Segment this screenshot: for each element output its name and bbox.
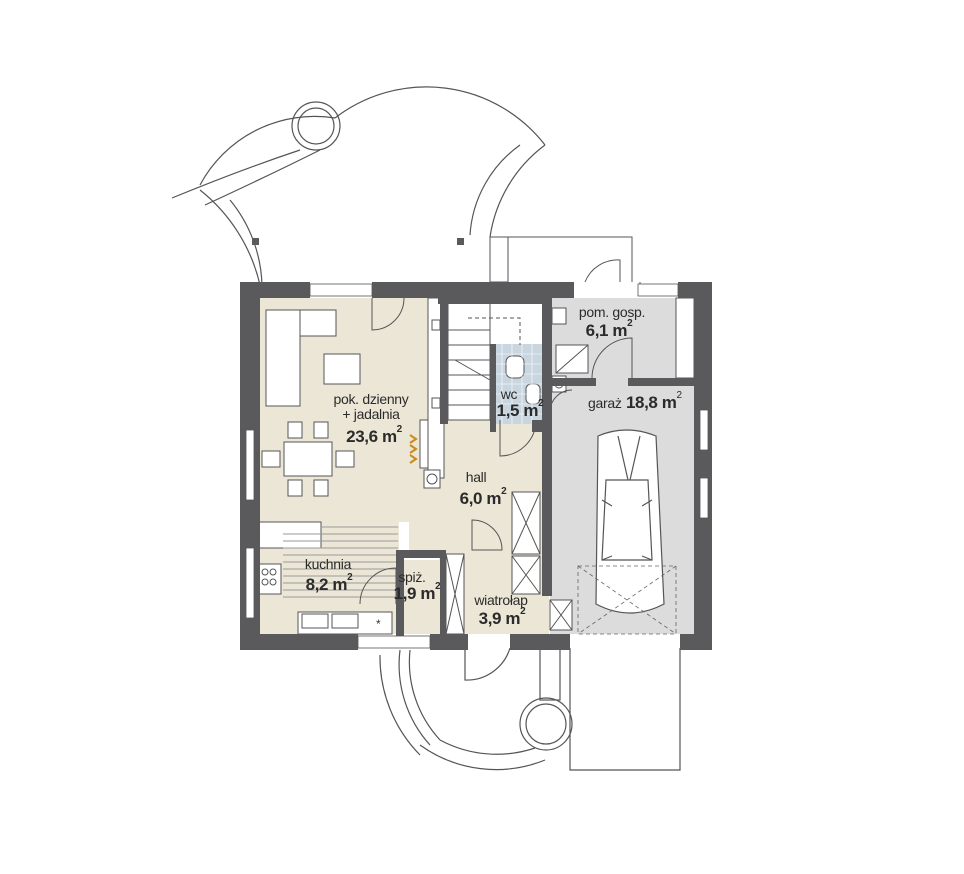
garage-area-exp: 2	[676, 390, 683, 401]
living-furniture	[261, 309, 361, 497]
garage-label: garaż 18,8 m2	[588, 390, 688, 413]
vestibule-area-exp: 2	[520, 606, 526, 617]
utility-name: pom. gosp.	[578, 304, 646, 320]
kitchen-star: *	[376, 617, 381, 631]
door-swings	[359, 297, 633, 605]
living-room-name-line2: + jadalnia	[342, 405, 400, 422]
wc-fixtures	[505, 355, 541, 405]
pantry-name: spiż.	[398, 569, 426, 585]
garage-door-swing	[577, 565, 677, 635]
terrace-post-right	[457, 238, 464, 245]
wc-area-value: 1,5 m	[496, 401, 539, 420]
garage-name: garaż	[588, 395, 622, 411]
hall-area-value: 6,0 m	[459, 489, 502, 508]
hall-name: hall	[465, 469, 487, 485]
kitchen-area-exp: 2	[347, 572, 353, 583]
living-room-area: 23,6 m2	[338, 424, 410, 446]
windows	[245, 283, 709, 649]
car	[595, 429, 665, 614]
living-room-area-exp: 2	[396, 424, 403, 435]
vestibule-name: wiatrołap	[474, 592, 528, 608]
utility-area-exp: 2	[627, 318, 633, 329]
vestibule-area: 3,9 m2	[472, 606, 532, 628]
wardrobes	[445, 491, 573, 635]
terrace-top	[171, 86, 546, 286]
wc-name: wc	[500, 386, 518, 402]
terrace-bottom	[379, 647, 681, 771]
walls	[240, 282, 712, 650]
utility-area: 6,1 m2	[578, 318, 640, 340]
hall-area: 6,0 m2	[452, 486, 514, 508]
living-room-name: pok. dzienny + jadalnia	[330, 392, 412, 421]
wc-tiles	[492, 344, 542, 424]
wc-area-exp: 2	[538, 398, 544, 409]
living-room-name-line1: pok. dzienny	[333, 391, 409, 407]
living-room-area-value: 23,6 m	[346, 427, 397, 446]
kitchen-name: kuchnia	[304, 556, 352, 572]
pantry-area-value: 1,9 m	[393, 584, 436, 603]
pantry-area: 1,9 m2	[388, 581, 446, 603]
hall-area-exp: 2	[501, 486, 507, 497]
pantry-floor	[399, 560, 439, 634]
garage-area-value: 18,8 m	[625, 393, 677, 412]
kitchen-area-value: 8,2 m	[305, 575, 348, 594]
kitchen-counters	[258, 521, 398, 635]
kitchen-area: 8,2 m2	[296, 572, 362, 594]
wc-area: 1,5 m2	[492, 398, 548, 420]
pantry-area-exp: 2	[435, 581, 441, 592]
terrace-post-left	[252, 238, 259, 245]
utility-area-value: 6,1 m	[585, 321, 628, 340]
vestibule-area-value: 3,9 m	[478, 609, 521, 628]
